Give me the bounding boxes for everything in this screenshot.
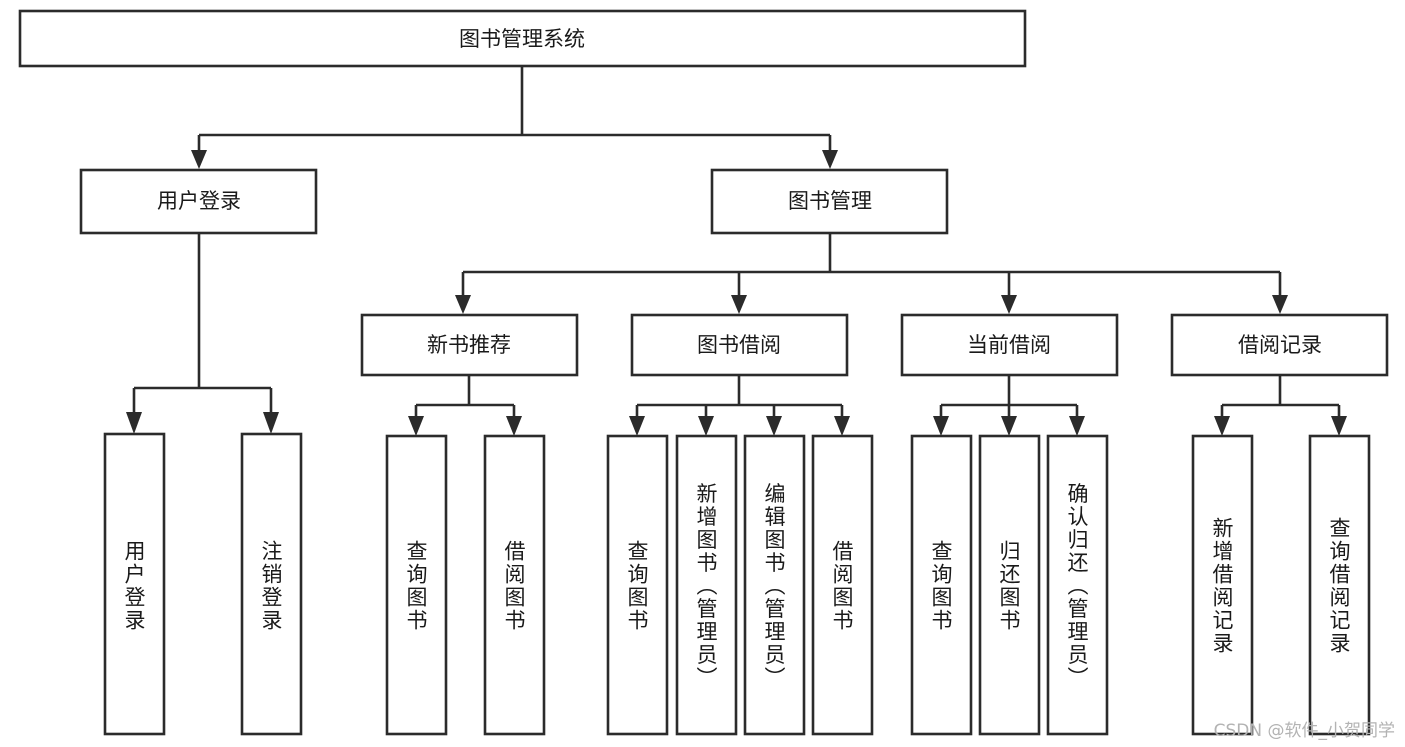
arrow-to-leaf-query-record — [1331, 416, 1347, 436]
connector-root-to-level2 — [191, 66, 838, 169]
arrow-to-leaf-user-login — [126, 412, 142, 434]
arrow-to-leaf-borrow-book-1 — [506, 416, 522, 436]
node-book-management[interactable]: 图书管理 — [710, 168, 949, 235]
leaf-logout-login-label: 注销登录 — [259, 540, 283, 632]
node-new-book-recommend-label: 新书推荐 — [427, 333, 511, 357]
node-new-book-recommend[interactable]: 新书推荐 — [360, 313, 579, 377]
node-current-borrow[interactable]: 当前借阅 — [900, 313, 1119, 377]
leaf-add-record-box — [1191, 434, 1254, 736]
arrow-to-current-borrow — [1001, 295, 1017, 314]
node-book-management-label: 图书管理 — [788, 189, 872, 213]
node-borrow-record-box — [1170, 313, 1389, 377]
leaf-edit-book-box — [743, 434, 806, 736]
node-borrow-record[interactable]: 借阅记录 — [1170, 313, 1389, 377]
arrow-to-user-login — [191, 150, 207, 169]
leaf-borrow-book-2[interactable]: 借阅图书 — [811, 434, 874, 736]
connector-currentborrow-to-leaves — [933, 375, 1085, 436]
leaf-query-record-box — [1308, 434, 1371, 736]
arrow-to-leaf-confirm-return — [1069, 416, 1085, 436]
node-root[interactable]: 图书管理系统 — [18, 9, 1027, 68]
leaf-edit-book[interactable]: 编辑图书（管理员） — [743, 434, 806, 736]
leaf-borrow-book-1[interactable]: 借阅图书 — [483, 434, 546, 736]
leaf-query-book-3[interactable]: 查询图书 — [910, 434, 973, 736]
leaf-borrow-book-2-box — [811, 434, 874, 736]
leaf-query-book-1-box — [385, 434, 448, 736]
connector-bookmgmt-to-level3 — [455, 233, 1288, 314]
node-book-borrow[interactable]: 图书借阅 — [630, 313, 849, 377]
leaf-edit-book-label: 编辑图书（管理员） — [762, 483, 786, 690]
leaf-query-book-1-label: 查询图书 — [404, 540, 428, 632]
connector-bookborrow-to-leaves — [629, 375, 850, 436]
leaf-return-book-label: 归还图书 — [997, 540, 1021, 632]
arrow-to-leaf-query-book-1 — [408, 416, 424, 436]
leaf-query-book-2-box — [606, 434, 669, 736]
leaf-return-book[interactable]: 归还图书 — [978, 434, 1041, 736]
leaf-logout-login-box — [240, 432, 303, 736]
arrow-to-leaf-logout-login — [263, 412, 279, 434]
arrow-to-leaf-return-book — [1001, 416, 1017, 436]
node-root-box — [18, 9, 1027, 68]
leaf-confirm-return[interactable]: 确认归还（管理员） — [1046, 434, 1109, 736]
arrow-to-borrow-record — [1272, 295, 1288, 314]
leaf-user-login[interactable]: 用户登录 — [103, 432, 166, 736]
node-new-book-recommend-box — [360, 313, 579, 377]
leaf-user-login-label: 用户登录 — [122, 540, 146, 632]
node-book-borrow-box — [630, 313, 849, 377]
leaf-logout-login[interactable]: 注销登录 — [240, 432, 303, 736]
arrow-to-leaf-query-book-2 — [629, 416, 645, 436]
connector-borrowrecord-to-leaves — [1214, 375, 1347, 436]
leaf-confirm-return-label: 确认归还（管理员） — [1065, 483, 1089, 690]
leaf-add-book[interactable]: 新增图书（管理员） — [675, 434, 738, 736]
leaf-query-book-3-box — [910, 434, 973, 736]
node-current-borrow-label: 当前借阅 — [967, 333, 1051, 357]
node-book-management-box — [710, 168, 949, 235]
leaf-return-book-box — [978, 434, 1041, 736]
arrow-to-leaf-query-book-3 — [933, 416, 949, 436]
leaf-add-record[interactable]: 新增借阅记录 — [1191, 434, 1254, 736]
arrow-to-leaf-borrow-book-2 — [834, 416, 850, 436]
leaf-confirm-return-box — [1046, 434, 1109, 736]
arrow-to-book-borrow — [731, 295, 747, 314]
leaf-add-book-label: 新增图书（管理员） — [694, 483, 718, 690]
leaf-query-record-label: 查询借阅记录 — [1327, 517, 1351, 655]
connector-newbook-to-leaves — [408, 375, 522, 436]
leaf-borrow-book-1-box — [483, 434, 546, 736]
leaf-query-book-2-label: 查询图书 — [625, 540, 649, 632]
leaf-user-login-box — [103, 432, 166, 736]
leaf-query-book-3-label: 查询图书 — [929, 540, 953, 632]
node-user-login-box — [79, 168, 318, 235]
arrow-to-leaf-edit-book — [766, 416, 782, 436]
leaf-add-book-box — [675, 434, 738, 736]
arrow-to-new-book-recommend — [455, 295, 471, 314]
connector-userlogin-to-leaves — [126, 233, 279, 434]
leaf-query-book-2[interactable]: 查询图书 — [606, 434, 669, 736]
arrow-to-leaf-add-book — [698, 416, 714, 436]
arrow-to-leaf-add-record — [1214, 416, 1230, 436]
node-borrow-record-label: 借阅记录 — [1238, 333, 1322, 357]
node-root-label: 图书管理系统 — [459, 27, 585, 51]
leaf-borrow-book-1-label: 借阅图书 — [502, 540, 526, 632]
leaf-borrow-book-2-label: 借阅图书 — [830, 540, 854, 632]
leaf-query-record[interactable]: 查询借阅记录 — [1308, 434, 1371, 736]
node-current-borrow-box — [900, 313, 1119, 377]
arrow-to-book-management — [822, 150, 838, 169]
node-user-login[interactable]: 用户登录 — [79, 168, 318, 235]
node-user-login-label: 用户登录 — [157, 189, 241, 213]
leaf-add-record-label: 新增借阅记录 — [1210, 517, 1234, 655]
leaf-query-book-1[interactable]: 查询图书 — [385, 434, 448, 736]
node-book-borrow-label: 图书借阅 — [697, 333, 781, 357]
